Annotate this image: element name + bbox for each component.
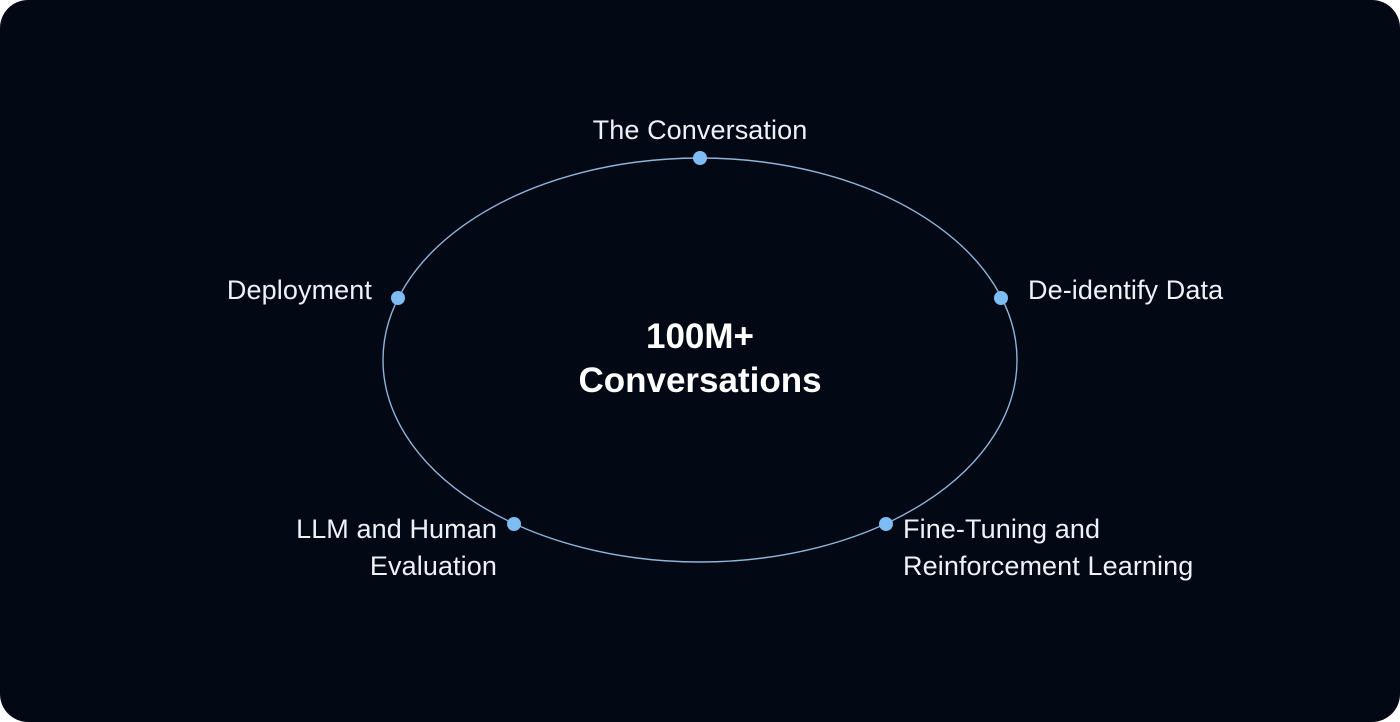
stage-label-de-identify-data: De-identify Data [1028, 272, 1223, 309]
center-caption: Conversations [578, 361, 822, 400]
node-deployment [391, 291, 405, 305]
node-fine-tuning [879, 517, 893, 531]
stage-label-deployment: Deployment [227, 272, 372, 309]
center-label: 100M+ Conversations [450, 315, 950, 403]
stage-label-evaluation: LLM and Human Evaluation [296, 511, 497, 585]
center-count: 100M+ [646, 317, 754, 356]
stage-label-line: Reinforcement Learning [903, 551, 1194, 581]
stage-label-line: LLM and Human [296, 514, 497, 544]
stage-label-line: De-identify Data [1028, 275, 1224, 305]
node-evaluation [507, 517, 521, 531]
stage-label-line: Evaluation [369, 551, 497, 581]
node-de-identify-data [994, 291, 1008, 305]
stage-label-line: The Conversation [592, 115, 808, 145]
stage-label-fine-tuning: Fine-Tuning and Reinforcement Learning [903, 511, 1193, 585]
stage-label-line: Deployment [226, 275, 372, 305]
node-the-conversation [693, 151, 707, 165]
stage-label-the-conversation: The Conversation [500, 112, 900, 149]
stage-label-line: Fine-Tuning and [903, 514, 1101, 544]
